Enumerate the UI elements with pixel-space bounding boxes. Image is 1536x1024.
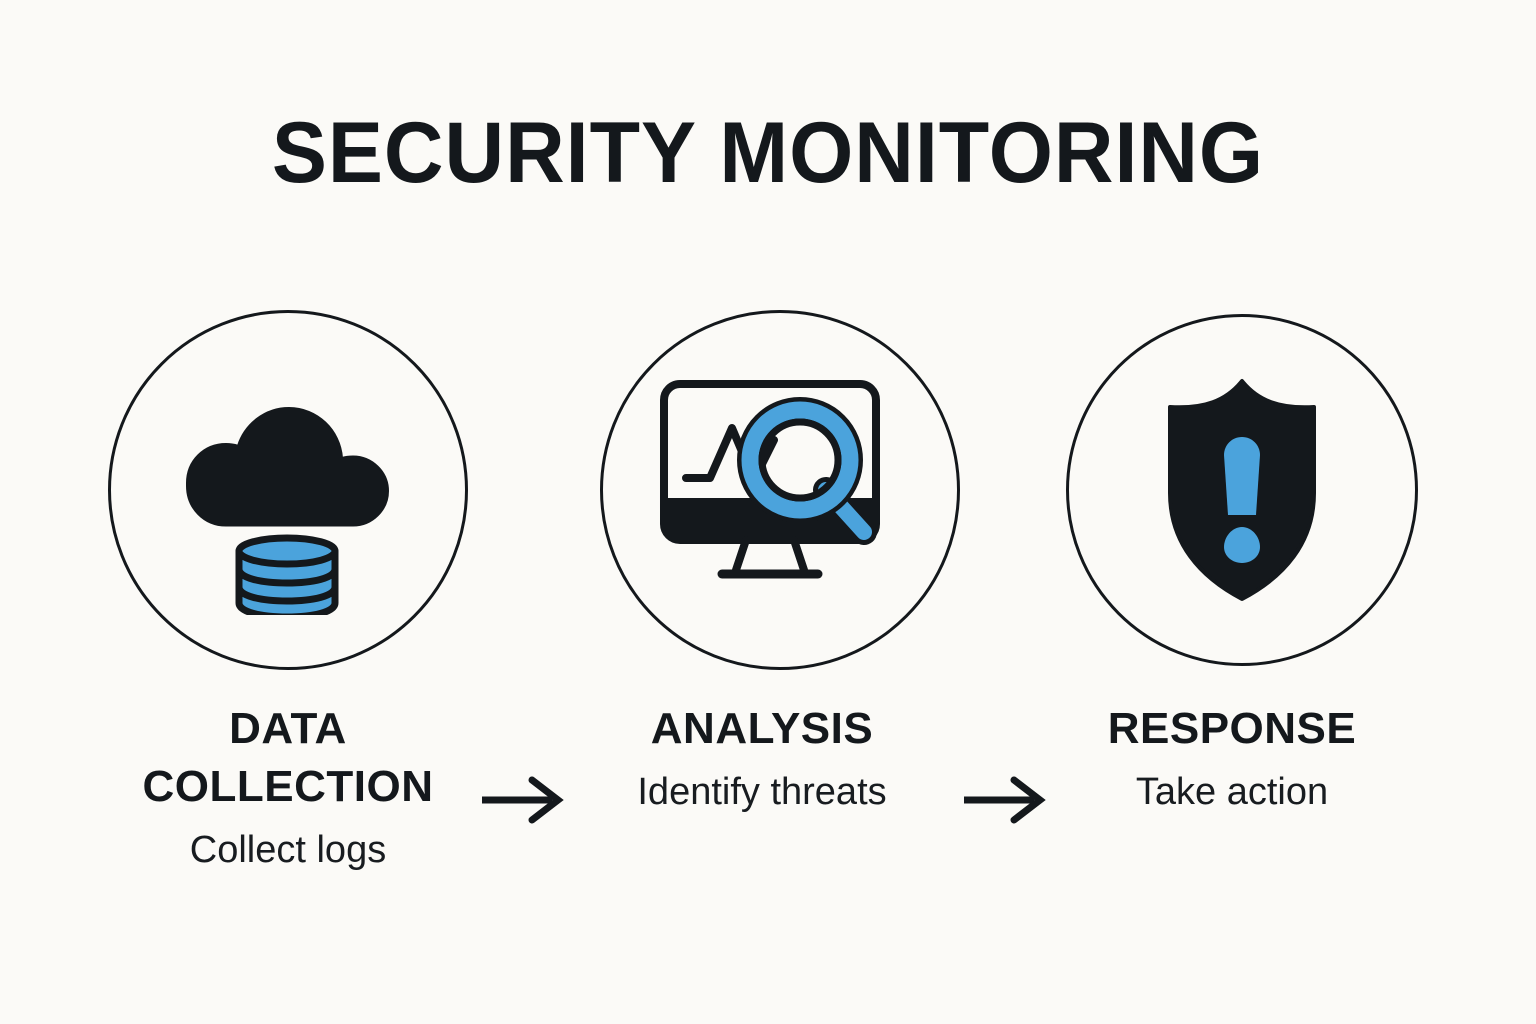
shield-alert-icon xyxy=(1069,317,1415,663)
step-title-line1: ANALYSIS xyxy=(650,704,874,753)
step-title-line1: DATA xyxy=(229,704,347,753)
step-subtitle: Collect logs xyxy=(189,829,387,872)
step-circle-analysis[interactable] xyxy=(600,310,960,670)
arrow-right-icon-1 xyxy=(478,772,568,828)
arrow-right-icon-2 xyxy=(960,772,1050,828)
flow-steps-row xyxy=(0,310,1536,824)
page-title: SECURITY MONITORING xyxy=(271,105,1265,201)
step-subtitle: Take action xyxy=(1135,771,1329,814)
cloud-database-icon xyxy=(111,313,465,667)
flow-labels-row: DATA COLLECTION Collect logs ANALYSIS Id… xyxy=(0,700,1536,960)
step-circle-response[interactable] xyxy=(1066,314,1418,666)
monitor-magnifier-icon xyxy=(603,313,957,667)
step-circle-data-collection[interactable] xyxy=(108,310,468,670)
step-label-analysis: ANALYSIS Identify threats xyxy=(562,700,962,817)
step-label-data-collection: DATA COLLECTION Collect logs xyxy=(88,700,488,876)
step-subtitle: Identify threats xyxy=(637,771,887,814)
step-title-line2: COLLECTION xyxy=(142,762,434,812)
step-label-response: RESPONSE Take action xyxy=(1032,700,1432,817)
step-title-line1: RESPONSE xyxy=(1107,704,1357,753)
